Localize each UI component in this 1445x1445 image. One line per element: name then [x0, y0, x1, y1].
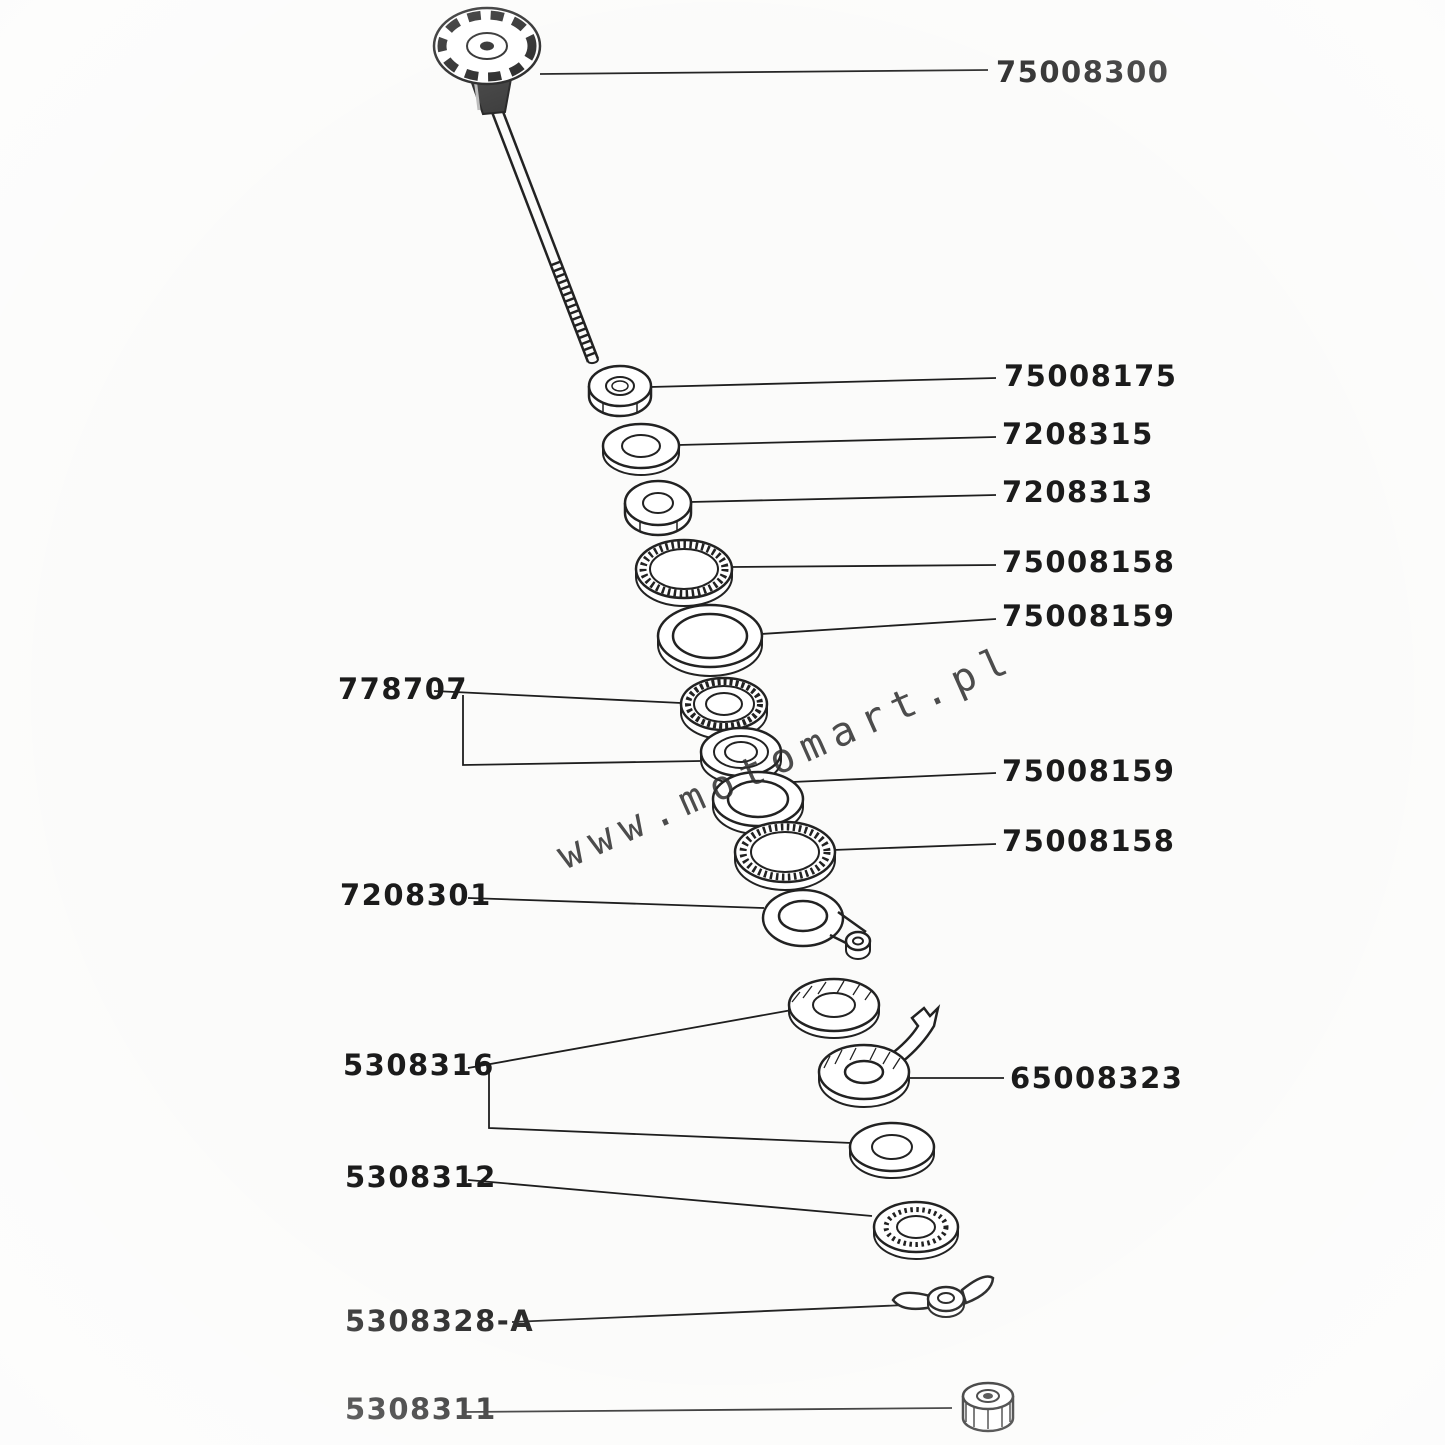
- part-label-75008175: 75008175: [1004, 359, 1177, 393]
- part-label-75008158-upper: 75008158: [1002, 545, 1175, 579]
- part-label-75008158-lower: 75008158: [1002, 824, 1175, 858]
- part-drawing-75008159-upper-ring: [656, 603, 764, 677]
- part-drawing-5308328a-wingnut: [891, 1275, 995, 1318]
- part-label-7208313: 7208313: [1002, 475, 1154, 509]
- part-drawing-75008175-nut: [587, 364, 653, 418]
- part-drawing-7208301-bracket: [761, 888, 872, 960]
- part-label-5308316: 5308316: [343, 1048, 495, 1082]
- part-label-75008159-lower: 75008159: [1002, 754, 1175, 788]
- part-drawing-75008300-knob-shaft: [432, 6, 600, 365]
- part-label-75008159-upper: 75008159: [1002, 599, 1175, 633]
- part-label-5308311: 5308311: [345, 1392, 497, 1426]
- part-label-7208301: 7208301: [340, 878, 492, 912]
- part-label-75008300: 75008300: [996, 55, 1169, 89]
- part-drawing-75008158-lower-ring: [733, 820, 837, 891]
- part-drawing-5308312-washer: [872, 1200, 960, 1260]
- part-drawing-7208315-washer: [601, 422, 681, 476]
- part-drawing-7208313-nut: [623, 479, 693, 537]
- part-drawing-5308316-upper-washer: [787, 977, 881, 1039]
- part-label-778707: 778707: [338, 672, 468, 706]
- part-label-5308328a: 5308328-A: [345, 1304, 534, 1338]
- part-drawing-5308316-lower-washer: [848, 1121, 936, 1179]
- part-label-5308312: 5308312: [345, 1160, 497, 1194]
- part-label-7208315: 7208315: [1002, 417, 1154, 451]
- part-drawing-5308311-nut: [961, 1381, 1015, 1433]
- part-drawing-75008158-upper-ring: [634, 538, 734, 607]
- part-label-65008323: 65008323: [1010, 1061, 1183, 1095]
